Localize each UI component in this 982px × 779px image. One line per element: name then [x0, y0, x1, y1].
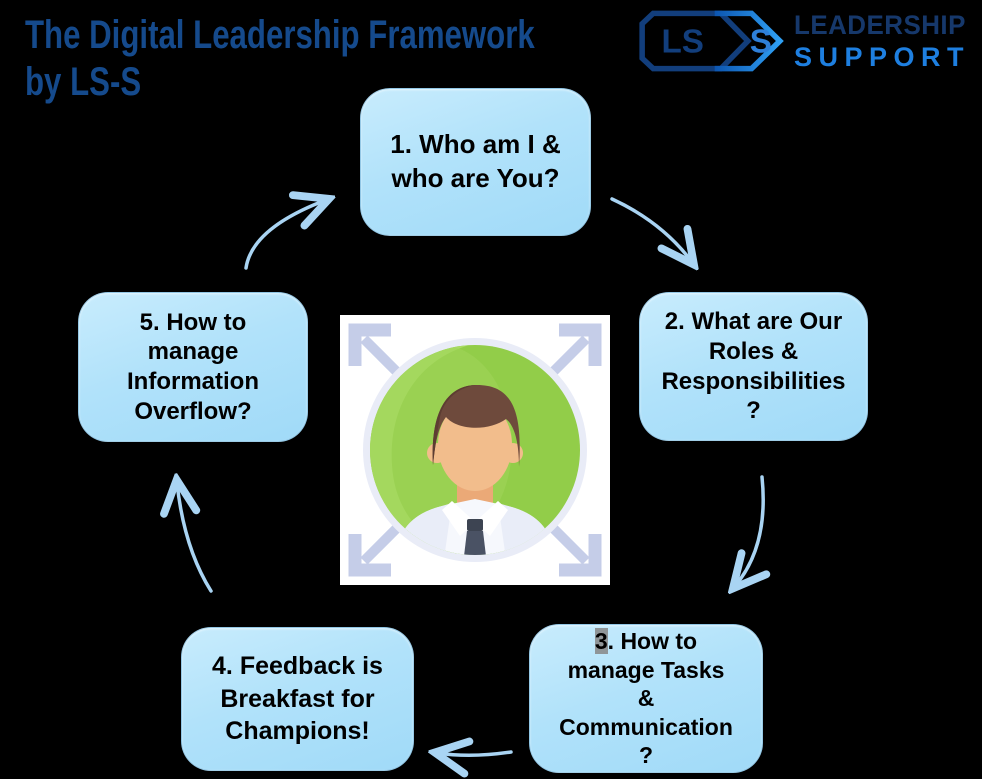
- logo-support-text: SUPPORT: [794, 41, 971, 72]
- person-expand-arrows-icon: [340, 315, 610, 585]
- lss-logo-mark-icon: LS S: [639, 10, 784, 72]
- arrow-step2-to-step3: [735, 475, 763, 586]
- step-1-label: 1. Who am I & who are You?: [390, 129, 561, 193]
- step-3-highlighted-number: 2. What are Our Roles & Responsibilities…: [661, 308, 846, 425]
- step-2-label: 2. What are Our Roles & Responsibilities…: [661, 307, 845, 425]
- arrow-step3-to-step4: [438, 752, 513, 755]
- step-box-5: 5. How to manage Information Overflow?: [78, 292, 308, 442]
- arrow-step4-to-step5: [177, 483, 213, 593]
- step-3-label-rest: . How to manage Tasks & Communication ?: [559, 628, 733, 769]
- step-box-2: 2. What are Our Roles & Responsibilities…: [639, 292, 868, 441]
- step-4-label: 4. Feedback is Breakfast for Champions!: [212, 652, 383, 746]
- step-5-label: 5. How to manage Information Overflow?: [127, 308, 259, 425]
- step-3-number-highlight: 3: [594, 628, 608, 655]
- logo-wordmark: LEADERSHIP SUPPORT: [794, 11, 973, 71]
- step-3-label: 3. How to manage Tasks & Communication ?: [559, 627, 733, 770]
- logo-letter-s: S: [750, 24, 772, 61]
- brand-logo: LS S LEADERSHIP SUPPORT: [636, 6, 973, 76]
- step-box-4: 4. Feedback is Breakfast for Champions!: [181, 627, 414, 771]
- logo-leadership-text: LEADERSHIP: [794, 10, 966, 41]
- arrow-step5-to-step1: [244, 200, 326, 270]
- page-title: The Digital Leadership Framework by LS-S: [25, 13, 535, 105]
- step-box-3: 3. How to manage Tasks & Communication ?: [529, 624, 763, 773]
- step-box-1: 1. Who am I & who are You?: [360, 88, 591, 236]
- logo-letters-ls: LS: [662, 24, 704, 61]
- arrow-step1-to-step2: [610, 197, 692, 262]
